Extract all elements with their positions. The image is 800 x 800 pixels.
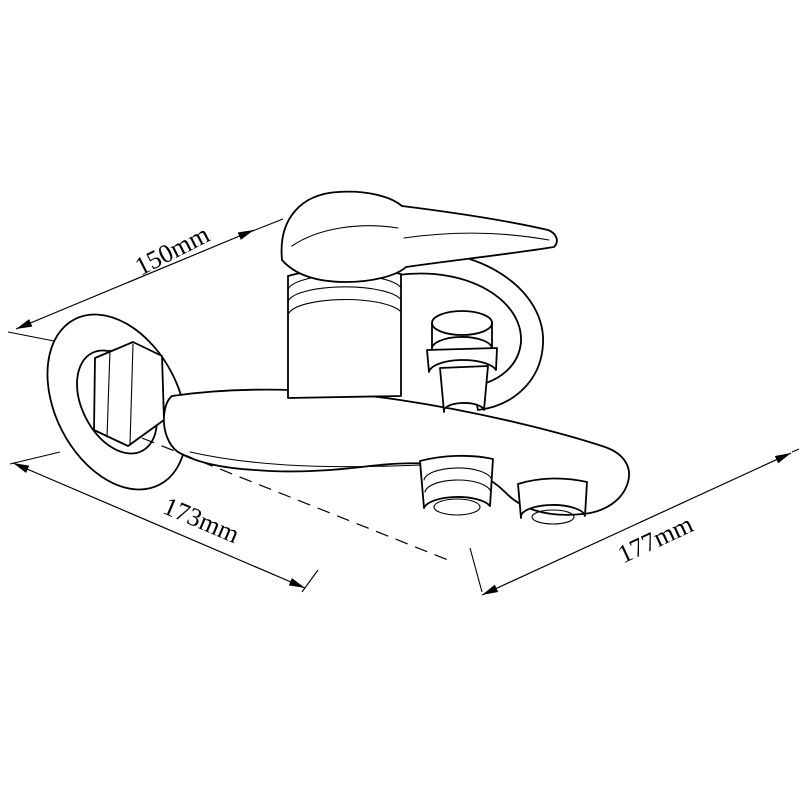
diverter-knob bbox=[426, 310, 498, 413]
witness-line bbox=[469, 547, 483, 593]
dimension-label-177: 177mm bbox=[613, 509, 697, 569]
witness-line bbox=[301, 569, 319, 593]
spout-right-foot bbox=[517, 477, 588, 525]
valve-body-outline bbox=[287, 267, 402, 399]
hex-nut-facet-line bbox=[129, 343, 134, 445]
axis-centerline bbox=[141, 437, 449, 561]
lever-blade-edge bbox=[403, 232, 550, 241]
diverter-stem bbox=[439, 365, 489, 413]
outlet-opening bbox=[433, 498, 481, 516]
dimension-line-173 bbox=[12, 462, 306, 589]
witness-line bbox=[9, 451, 61, 465]
lever-handle bbox=[280, 190, 558, 283]
spout-outlet bbox=[419, 454, 494, 516]
spout-body-contour-line bbox=[189, 451, 446, 468]
dimension-line-177 bbox=[481, 452, 792, 596]
dimension-label-150: 150mm bbox=[130, 219, 214, 281]
shower-arc-band bbox=[397, 250, 544, 411]
witness-line bbox=[791, 448, 800, 453]
hex-nut-facet-line bbox=[106, 349, 111, 438]
witness-line bbox=[7, 331, 55, 342]
lever-cap-seam bbox=[291, 225, 399, 247]
outlet-outline bbox=[419, 454, 494, 509]
shower-arc bbox=[397, 250, 544, 411]
witness-line bbox=[249, 218, 284, 233]
valve-collar-ring bbox=[287, 286, 402, 303]
dimension-150: 150mm bbox=[7, 218, 284, 342]
hex-nut bbox=[93, 341, 165, 447]
valve-body bbox=[287, 267, 402, 399]
valve-collar-ring bbox=[288, 298, 401, 314]
diverter-knob-top bbox=[431, 310, 493, 336]
diverter-collar bbox=[426, 347, 498, 373]
lever-outline bbox=[280, 190, 558, 283]
dimension-line-150 bbox=[15, 229, 255, 330]
dimension-label-173: 173mm bbox=[159, 491, 243, 549]
